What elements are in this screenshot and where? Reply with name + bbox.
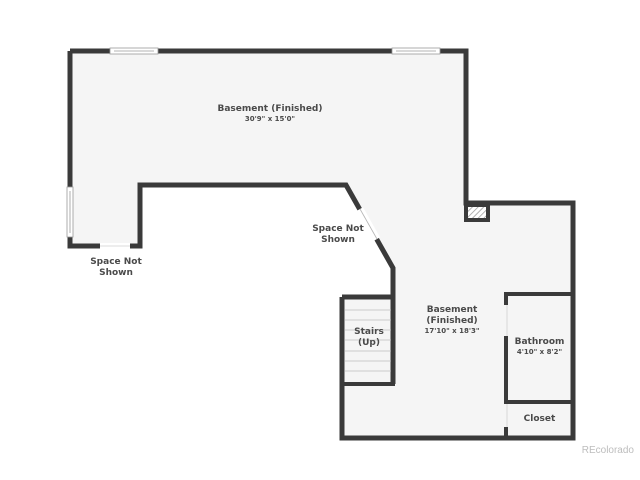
- stairs-treads: [345, 309, 391, 372]
- room-name: Closet: [523, 414, 556, 424]
- room-name-line1: Space Not: [90, 257, 142, 267]
- room-name-line1: Stairs: [354, 327, 384, 337]
- floor-area: [70, 51, 573, 438]
- chimney-block: [464, 203, 490, 222]
- room-name-line2: Shown: [99, 267, 133, 278]
- room-label-space-left: Space Not Shown: [76, 257, 156, 279]
- watermark: REcolorado: [581, 445, 634, 456]
- room-dimensions: 30'9" x 15'0": [244, 114, 296, 123]
- room-name-line2: (Up): [358, 337, 380, 348]
- room-label-bathroom: Bathroom 4'10" x 8'2": [508, 337, 571, 356]
- window-top-left: [109, 47, 159, 55]
- room-label-space-mid: Space Not Shown: [298, 224, 378, 246]
- room-label-basement-main: Basement (Finished) 30'9" x 15'0": [180, 104, 360, 123]
- window-left: [66, 186, 74, 238]
- room-label-basement-second: Basement (Finished) 17'10" x 18'3": [406, 305, 498, 335]
- bathroom-walls: [504, 292, 571, 438]
- room-label-closet: Closet: [508, 414, 571, 425]
- window-top-right: [391, 47, 441, 55]
- room-label-stairs: Stairs (Up): [345, 327, 393, 349]
- room-name: Bathroom: [514, 337, 565, 347]
- room-name-line1: Space Not: [312, 224, 364, 234]
- room-name-line1: Basement: [426, 305, 478, 315]
- opening-diagonal: [356, 207, 381, 241]
- outer-walls: [67, 48, 576, 441]
- room-name-line2: (Finished): [426, 315, 478, 326]
- room-name: Basement (Finished): [217, 104, 323, 114]
- room-dimensions: 17'10" x 18'3": [424, 326, 480, 335]
- room-name-line2: Shown: [321, 234, 355, 245]
- room-dimensions: 4'10" x 8'2": [516, 347, 563, 356]
